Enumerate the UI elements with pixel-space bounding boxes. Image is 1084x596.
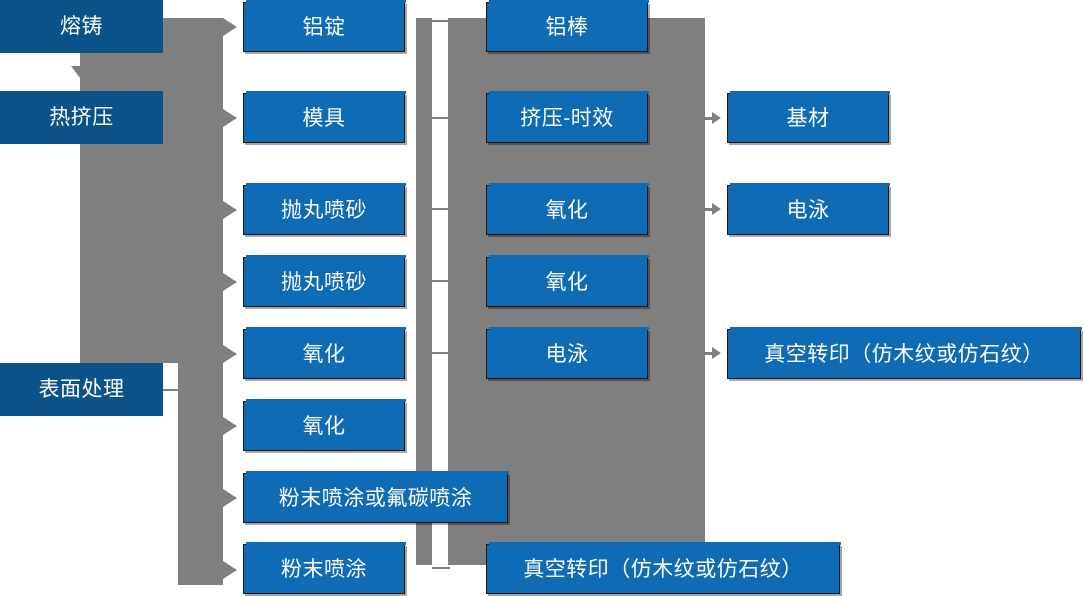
bridge-rung-3 xyxy=(432,208,450,210)
gray-connector-stage-upper xyxy=(80,18,223,363)
treatment-label-extrusion-aging: 挤压-时效 xyxy=(520,106,614,130)
gray-connector-bridge-bar xyxy=(416,18,432,565)
gray-arrow-down-icon xyxy=(71,66,89,78)
output-arrow-head-icon-3 xyxy=(712,347,721,359)
stage-box-melting-casting[interactable]: 熔铸 xyxy=(0,0,163,53)
treatment-box-extrusion-aging[interactable]: 挤压-时效 xyxy=(486,91,649,143)
process-box-oxidation-2[interactable]: 氧化 xyxy=(243,399,406,451)
output-arrow-line-1 xyxy=(702,117,714,120)
treatment-label-vacuum-transfer-printing: 真空转印（仿木纹或仿石纹） xyxy=(523,557,803,581)
treatment-box-oxidation-1[interactable]: 氧化 xyxy=(486,183,649,235)
bridge-rung-2 xyxy=(432,117,450,119)
stage-box-surface-treatment[interactable]: 表面处理 xyxy=(0,363,163,416)
process-label-shot-blasting-1: 抛丸喷砂 xyxy=(281,198,367,222)
output-box-substrate[interactable]: 基材 xyxy=(727,91,890,143)
output-arrow-line-2 xyxy=(702,208,714,211)
process-box-aluminium-ingot[interactable]: 铝锭 xyxy=(243,0,406,52)
treatment-box-oxidation-2[interactable]: 氧化 xyxy=(486,255,649,307)
output-box-vacuum-transfer-printing[interactable]: 真空转印（仿木纹或仿石纹） xyxy=(727,327,1082,379)
process-box-shot-blasting-2[interactable]: 抛丸喷砂 xyxy=(243,255,406,307)
treatment-box-electrophoresis[interactable]: 电泳 xyxy=(486,327,649,379)
output-arrow-head-icon-2 xyxy=(712,203,721,215)
process-box-mould[interactable]: 模具 xyxy=(243,91,406,143)
stage-label-surface-treatment: 表面处理 xyxy=(38,378,125,401)
connector-line-surface-treatment xyxy=(163,389,181,391)
treatment-box-aluminium-bar[interactable]: 铝棒 xyxy=(486,0,649,52)
gray-arrow-icon-3 xyxy=(223,201,237,219)
process-box-powder-or-fluorocarbon-coating[interactable]: 粉末喷涂或氟碳喷涂 xyxy=(243,471,509,523)
gray-arrow-icon-2 xyxy=(223,109,237,127)
treatment-label-electrophoresis: 电泳 xyxy=(545,342,589,366)
gray-arrow-icon-1 xyxy=(223,18,237,36)
treatment-label-oxidation-1: 氧化 xyxy=(545,198,589,222)
process-label-shot-blasting-2: 抛丸喷砂 xyxy=(281,270,367,294)
process-label-aluminium-ingot: 铝锭 xyxy=(302,15,346,39)
bridge-rung-6 xyxy=(432,567,450,569)
process-box-shot-blasting-1[interactable]: 抛丸喷砂 xyxy=(243,183,406,235)
bridge-rung-1 xyxy=(432,20,450,22)
output-label-vacuum-transfer-printing: 真空转印（仿木纹或仿石纹） xyxy=(764,342,1044,366)
gray-arrow-icon-5 xyxy=(223,345,237,363)
process-box-powder-coating[interactable]: 粉末喷涂 xyxy=(243,542,406,594)
gray-arrow-icon-4 xyxy=(223,273,237,291)
treatment-box-vacuum-transfer-printing[interactable]: 真空转印（仿木纹或仿石纹） xyxy=(486,542,841,594)
process-label-powder-or-fluorocarbon-coating: 粉末喷涂或氟碳喷涂 xyxy=(278,486,473,510)
gray-arrow-icon-6 xyxy=(223,417,237,435)
gray-connector-stage-lower xyxy=(178,363,223,585)
process-label-powder-coating: 粉末喷涂 xyxy=(281,557,367,581)
output-label-substrate: 基材 xyxy=(786,106,830,130)
output-arrow-head-icon-1 xyxy=(712,112,721,124)
output-arrow-line-3 xyxy=(702,352,714,355)
gray-arrow-icon-7 xyxy=(223,489,237,507)
process-box-oxidation-1[interactable]: 氧化 xyxy=(243,327,406,379)
bridge-rung-4 xyxy=(432,280,450,282)
bridge-rung-5 xyxy=(432,352,450,354)
process-label-mould: 模具 xyxy=(302,106,346,130)
stage-box-hot-extrusion[interactable]: 热挤压 xyxy=(0,91,163,144)
treatment-label-aluminium-bar: 铝棒 xyxy=(545,15,589,39)
process-label-oxidation-2: 氧化 xyxy=(302,414,346,438)
process-label-oxidation-1: 氧化 xyxy=(302,342,346,366)
stage-label-hot-extrusion: 热挤压 xyxy=(49,106,114,129)
treatment-label-oxidation-2: 氧化 xyxy=(545,270,589,294)
output-box-electrophoresis[interactable]: 电泳 xyxy=(727,183,890,235)
gray-arrow-icon-8 xyxy=(223,561,237,579)
stage-label-melting-casting: 熔铸 xyxy=(60,15,103,38)
output-label-electrophoresis: 电泳 xyxy=(786,198,830,222)
